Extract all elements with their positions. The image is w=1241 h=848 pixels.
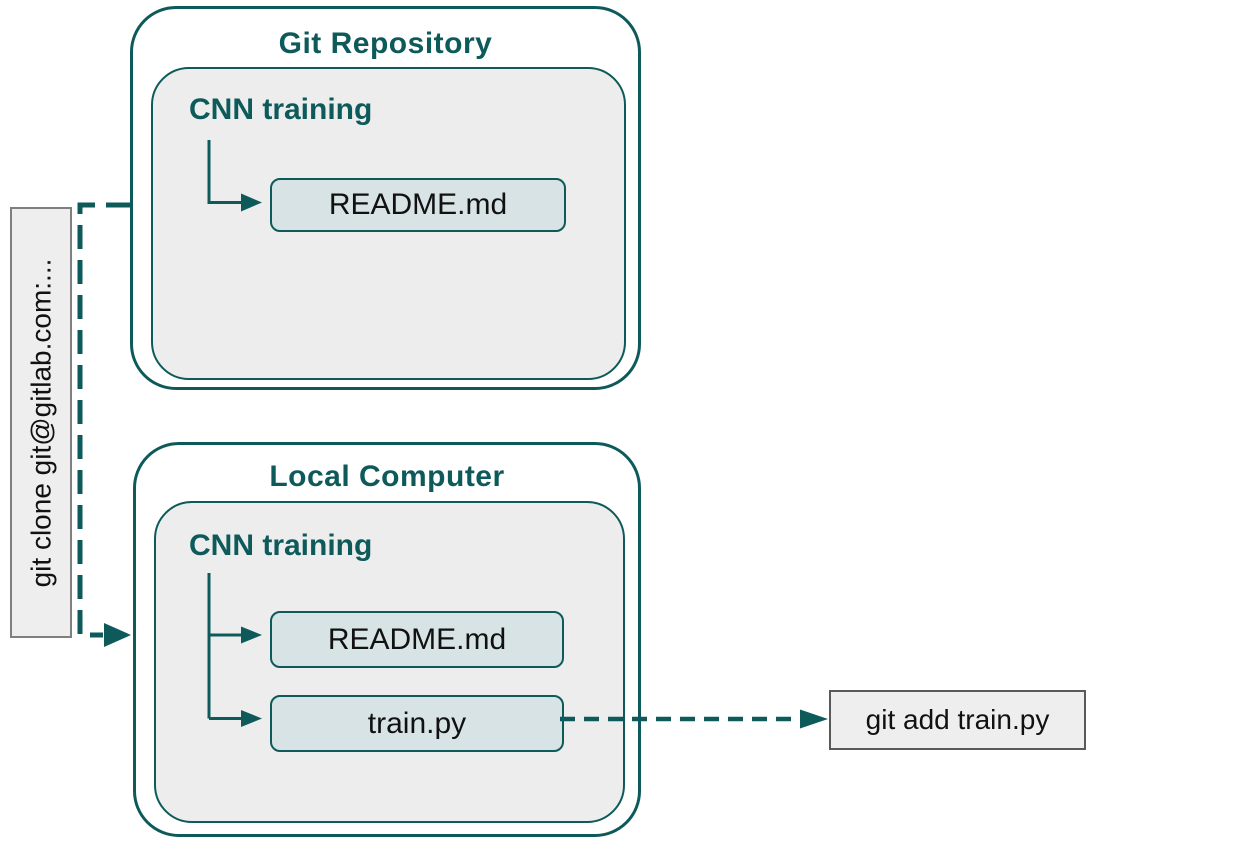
clone-command-label: git clone git@gitlab.com:... xyxy=(25,258,57,587)
file-node-readme-local: README.md xyxy=(270,611,564,668)
add-command-box: git add train.py xyxy=(829,690,1086,750)
clone-arrowhead-icon xyxy=(104,623,131,647)
clone-command-box: git clone git@gitlab.com:... xyxy=(10,207,72,638)
git-repository-title: Git Repository xyxy=(278,27,493,60)
local-computer-box: Local Computer CNN training README.md tr… xyxy=(133,442,641,837)
git-repository-folder-box: CNN training README.md xyxy=(151,67,626,380)
local-computer-folder-label: CNN training xyxy=(189,529,373,562)
git-repository-box: Git Repository CNN training README.md xyxy=(130,6,641,390)
local-computer-title: Local Computer xyxy=(269,460,505,493)
add-command-label: git add train.py xyxy=(865,704,1050,735)
file-node-readme-remote: README.md xyxy=(270,178,566,232)
git-repository-folder-label: CNN training xyxy=(189,93,373,126)
local-computer-folder-box: CNN training README.md train.py xyxy=(154,501,625,823)
clone-connector xyxy=(77,202,130,638)
add-arrowhead-icon xyxy=(800,709,828,729)
file-node-train-local: train.py xyxy=(270,695,564,752)
